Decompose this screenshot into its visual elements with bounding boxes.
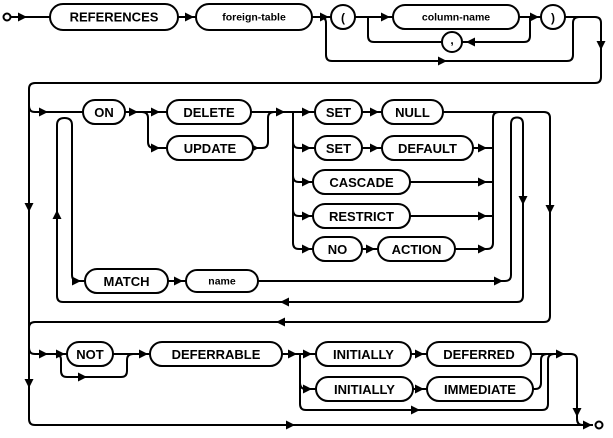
keyword-cascade-label: CASCADE — [329, 175, 394, 190]
punct-open-paren-label: ( — [341, 11, 345, 25]
rails — [11, 12, 606, 430]
variable-name-label: name — [208, 276, 236, 288]
keyword-no-label: NO — [328, 242, 348, 257]
keyword-action-label: ACTION — [392, 242, 442, 257]
keyword-not: NOT — [66, 341, 114, 367]
keyword-action: ACTION — [377, 236, 456, 262]
keyword-deferred-label: DEFERRED — [443, 347, 515, 362]
variable-foreign-table: foreign-table — [195, 3, 313, 31]
keyword-cascade: CASCADE — [312, 169, 411, 195]
keyword-default: DEFAULT — [381, 135, 474, 161]
punct-close-paren: ) — [540, 4, 566, 30]
keyword-update: UPDATE — [166, 135, 254, 161]
punct-comma-label: , — [450, 33, 453, 47]
keyword-deferred: DEFERRED — [426, 341, 532, 367]
variable-name: name — [185, 269, 259, 293]
keyword-set-null-set: SET — [314, 99, 363, 125]
start-terminal-icon — [2, 12, 12, 22]
keyword-no: NO — [312, 236, 363, 262]
keyword-set-label: SET — [326, 141, 351, 156]
keyword-initially-deferred-initially: INITIALLY — [315, 341, 412, 367]
keyword-delete-label: DELETE — [183, 105, 235, 120]
keyword-restrict-label: RESTRICT — [329, 209, 394, 224]
keyword-null-label: NULL — [395, 105, 430, 120]
keyword-set-default-set: SET — [314, 135, 363, 161]
variable-foreign-table-label: foreign-table — [222, 12, 286, 24]
keyword-initially-label: INITIALLY — [334, 382, 395, 397]
variable-column-name-label: column-name — [422, 12, 490, 24]
keyword-delete: DELETE — [166, 99, 252, 125]
keyword-match-label: MATCH — [104, 274, 150, 289]
keyword-initially-label: INITIALLY — [333, 347, 394, 362]
end-terminal-icon — [594, 420, 604, 430]
keyword-references: REFERENCES — [49, 3, 179, 31]
punct-comma: , — [441, 31, 463, 53]
keyword-on: ON — [82, 99, 126, 125]
punct-close-paren-label: ) — [551, 11, 555, 25]
keyword-immediate-label: IMMEDIATE — [444, 382, 516, 397]
keyword-immediate: IMMEDIATE — [426, 376, 534, 402]
keyword-update-label: UPDATE — [184, 141, 237, 156]
keyword-null: NULL — [381, 99, 444, 125]
punct-open-paren: ( — [330, 4, 356, 30]
keyword-references-label: REFERENCES — [70, 10, 159, 25]
keyword-deferrable-label: DEFERRABLE — [172, 347, 261, 362]
keyword-set-label: SET — [326, 105, 351, 120]
variable-column-name: column-name — [392, 4, 520, 30]
keyword-match: MATCH — [84, 268, 169, 294]
keyword-deferrable: DEFERRABLE — [149, 341, 283, 367]
keyword-on-label: ON — [94, 105, 114, 120]
keyword-initially-immediate-initially: INITIALLY — [315, 376, 414, 402]
keyword-not-label: NOT — [76, 347, 104, 362]
keyword-restrict: RESTRICT — [312, 203, 411, 229]
keyword-default-label: DEFAULT — [398, 141, 457, 156]
